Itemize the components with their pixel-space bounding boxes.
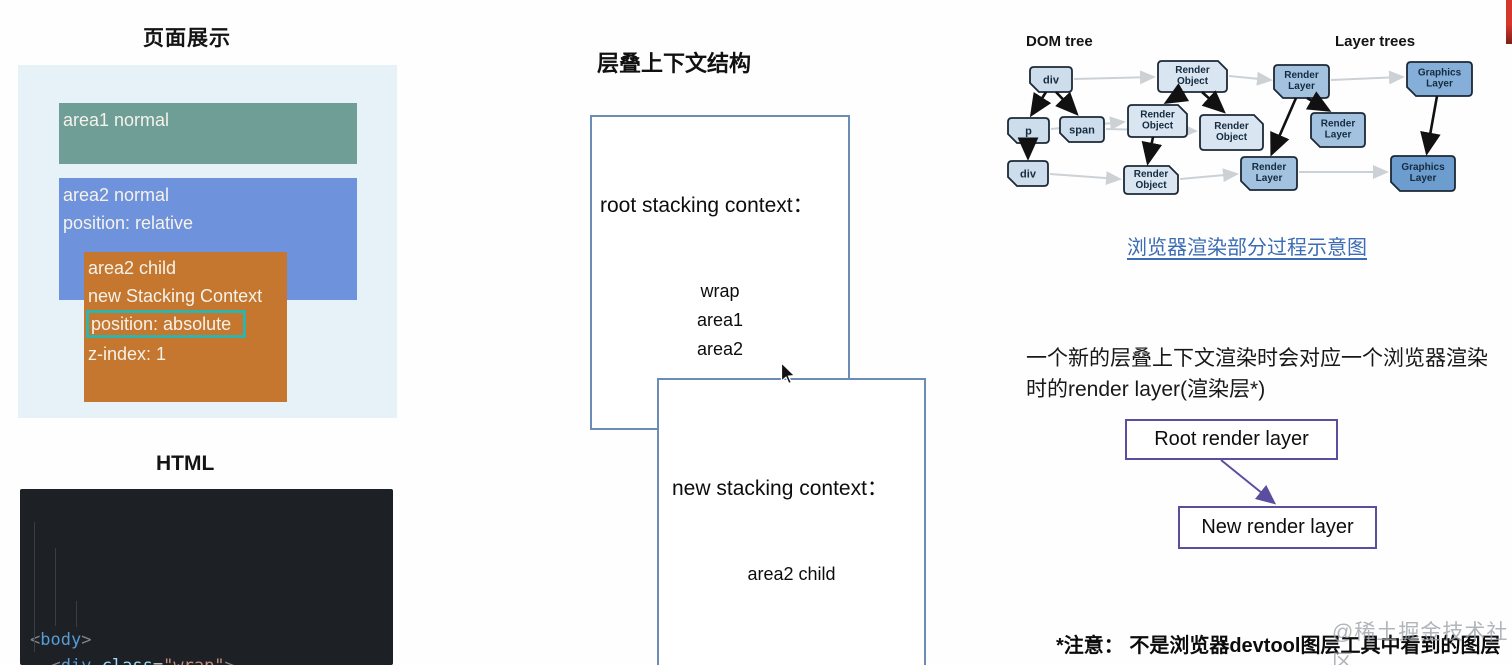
page-display-title: 页面展示 — [143, 27, 231, 50]
page-demo-container: area1 normal area2 normal position: rela… — [18, 65, 397, 418]
node-label: div — [1020, 169, 1037, 181]
code-lines: <body> <div class="wrap"> <div class="ar… — [30, 627, 393, 665]
new-render-layer-box: New render layer — [1178, 506, 1377, 549]
node-label: Render — [1134, 169, 1169, 180]
child-label-line1: area2 child — [88, 258, 177, 278]
child-label-line2: new Stacking Context — [88, 286, 263, 306]
node-p — [1007, 117, 1050, 144]
root-context-items: wrap area1 area2 — [592, 277, 848, 364]
node-label: Render — [1175, 65, 1210, 76]
root-context-item: wrap — [700, 281, 740, 301]
watermark: @稀土掘金技术社区 — [1332, 621, 1509, 665]
indent-guide — [34, 522, 35, 652]
node-label: Layer — [1256, 173, 1283, 184]
node-label: Layer — [1410, 173, 1437, 184]
node-label: Layer — [1426, 79, 1453, 90]
node-label: p — [1025, 126, 1032, 138]
node-label: Graphics — [1418, 68, 1462, 79]
new-stacking-context-box: new stacking context： area2 child — [657, 378, 926, 665]
node-label: Render — [1321, 119, 1356, 130]
node-div-root — [1029, 66, 1073, 93]
paragraph-line1: 一个新的层叠上下文渲染时会对应一个浏览器渲染 — [1026, 347, 1488, 370]
node-render-layer-3 — [1240, 156, 1298, 191]
node-render-object-2 — [1127, 104, 1188, 138]
render-layer-paragraph: 一个新的层叠上下文渲染时会对应一个浏览器渲染 时的render layer(渲染… — [1026, 343, 1488, 405]
new-context-title: new stacking context： — [672, 477, 888, 500]
demo-area1: area1 normal — [59, 103, 357, 164]
node-span — [1059, 116, 1105, 143]
demo-area2-child: area2 child new Stacking Context positio… — [84, 252, 287, 402]
node-label: span — [1069, 125, 1095, 137]
node-render-object-3 — [1199, 114, 1264, 151]
node-label: Object — [1142, 121, 1174, 132]
paragraph-line2: 时的render layer(渲染层*) — [1026, 378, 1266, 401]
node-label: Object — [1177, 76, 1209, 87]
node-graphics-layer-1 — [1406, 61, 1473, 97]
dom-tree-label: DOM tree — [1026, 33, 1093, 50]
area2-label-line1: area2 normal — [63, 185, 170, 205]
node-div-child — [1007, 160, 1049, 187]
mouse-cursor-icon — [780, 362, 796, 385]
layer-trees-label: Layer trees — [1335, 33, 1416, 50]
html-section-title: HTML — [156, 452, 215, 475]
node-render-layer-2 — [1310, 112, 1366, 148]
code-block: <body> <div class="wrap"> <div class="ar… — [20, 489, 393, 665]
devtool-note: *注意： 不是浏览器devtool图层工具中看到的图层 — [1056, 635, 1501, 657]
code-line: <div class="wrap"> — [30, 653, 393, 665]
node-graphics-layer-2 — [1390, 155, 1456, 192]
indent-guide — [55, 548, 56, 626]
code-line: <body> — [30, 629, 92, 650]
child-label-line4: z-index: 1 — [88, 344, 167, 364]
stacking-structure-title: 层叠上下文结构 — [597, 51, 752, 76]
root-context-item: area2 — [696, 339, 744, 359]
position-absolute-highlight: position: absolute — [86, 310, 247, 338]
render-process-diagram-link[interactable]: 浏览器渲染部分过程示意图 — [1127, 237, 1367, 259]
diagram-nodes — [1007, 60, 1473, 195]
root-render-layer-box: Root render layer — [1125, 419, 1338, 460]
node-label: Object — [1216, 132, 1248, 143]
area1-label: area1 normal — [63, 110, 170, 130]
new-context-item: area2 child — [747, 564, 836, 584]
tree-arrows — [1017, 83, 1441, 166]
render-layer-arrow — [1220, 459, 1277, 505]
render-pipeline-diagram: div p span div Render Object Render Obje… — [1007, 60, 1473, 195]
node-label: div — [1043, 75, 1060, 87]
edge-red-marker — [1506, 0, 1512, 44]
area2-label-line2: position: relative — [63, 213, 194, 233]
node-label: Object — [1135, 180, 1167, 191]
root-context-title: root stacking context： — [600, 194, 814, 217]
node-label: Render — [1252, 162, 1287, 173]
node-label: Render — [1284, 70, 1319, 81]
root-context-item: area1 — [696, 310, 744, 330]
node-label: Graphics — [1401, 162, 1445, 173]
indent-guide — [76, 601, 77, 627]
node-render-object-4 — [1123, 165, 1179, 195]
node-label: Render — [1140, 110, 1175, 121]
node-label: Layer — [1325, 130, 1352, 141]
diagram-node-labels: div p span div Render Object Render Obje… — [1020, 65, 1462, 191]
node-label: Render — [1214, 121, 1249, 132]
new-context-items: area2 child — [659, 560, 924, 589]
node-label: Layer — [1288, 81, 1315, 92]
